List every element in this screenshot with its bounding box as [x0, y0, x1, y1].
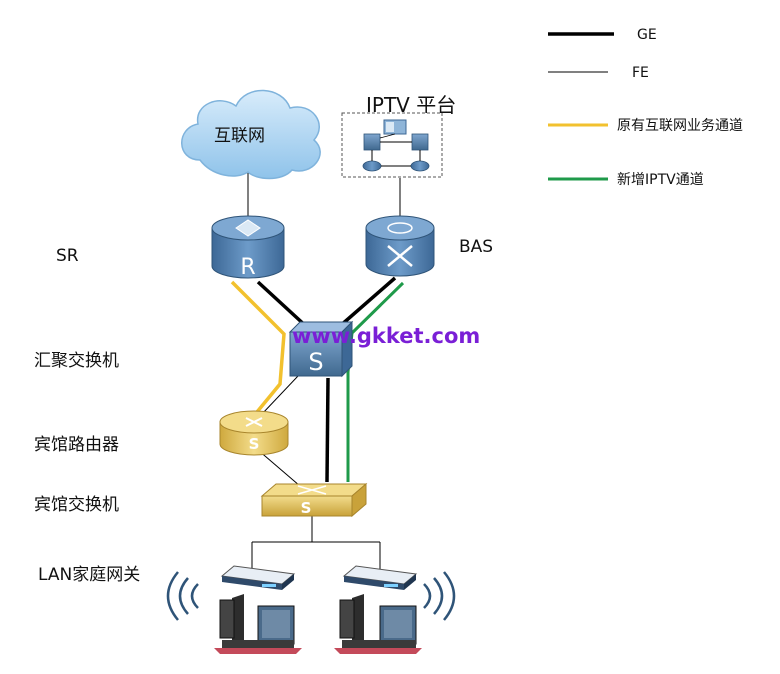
cross-arrows-icon — [245, 417, 263, 427]
lan-gateway-right — [334, 565, 456, 654]
internet-label: 互联网 — [214, 126, 265, 146]
lan-gateway-left — [166, 565, 302, 654]
hotel-switch-letter: S — [301, 499, 312, 517]
label-aggregation-switch: 汇聚交换机 — [34, 351, 119, 371]
agg-switch-letter: S — [308, 348, 323, 376]
router-direction-icon — [235, 219, 261, 237]
legend-fe-label: FE — [632, 65, 649, 81]
watermark: www.gkket.com — [292, 324, 480, 348]
legend: GE FE 原有互联网业务通道 新增IPTV通道 — [548, 27, 743, 188]
pc-tower-icon — [352, 594, 364, 644]
router-icon — [362, 160, 382, 172]
switch-icon — [363, 133, 381, 151]
legend-internet-path-label: 原有互联网业务通道 — [617, 118, 743, 134]
label-lan-gateway: LAN家庭网关 — [38, 565, 140, 585]
link-hotelrouter-hotelswitch — [257, 449, 301, 487]
legend-ge-label: GE — [637, 27, 657, 43]
wifi-signal-icon — [423, 571, 456, 621]
cross-arrows-icon — [387, 245, 413, 267]
legend-iptv-path-label: 新增IPTV通道 — [617, 172, 704, 188]
bas-router — [365, 215, 435, 277]
iptv-platform: IPTV 平台 — [341, 93, 456, 178]
sr-router: R — [211, 215, 285, 280]
sr-label: SR — [56, 246, 79, 266]
hotel-switch: S — [260, 482, 368, 518]
wifi-signal-icon — [166, 571, 199, 621]
cloud-icon — [181, 89, 321, 180]
label-hotel-router: 宾馆路由器 — [34, 435, 119, 455]
router-icon — [410, 160, 430, 172]
link-agg-hotelswitch-ge — [325, 377, 330, 483]
pc-tower-icon — [232, 594, 244, 644]
sr-router-letter: R — [240, 255, 255, 280]
switch-icon — [411, 133, 429, 151]
arrows-icon — [297, 485, 327, 495]
link-agg-hotelrouter — [261, 375, 299, 415]
aggregation-switch: S — [288, 320, 354, 378]
hotel-router-letter: S — [249, 435, 260, 453]
hotel-router: S — [219, 410, 289, 456]
internet-path — [230, 280, 286, 420]
link-bas-agg-ge — [338, 276, 397, 328]
bas-label: BAS — [459, 237, 493, 257]
link-sr-agg-ge — [256, 280, 310, 330]
internet-cloud: 互联网 — [181, 89, 321, 180]
label-hotel-switch: 宾馆交换机 — [34, 495, 119, 515]
